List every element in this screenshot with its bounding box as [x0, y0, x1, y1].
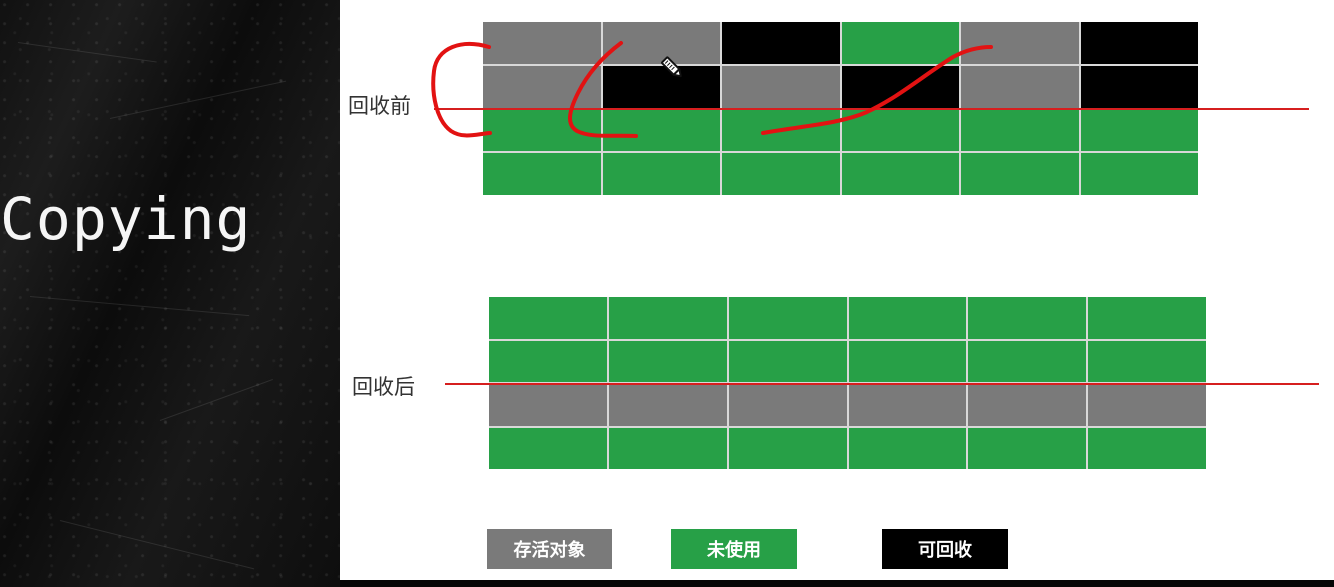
slide-bottom-edge: [340, 580, 1334, 587]
chalk-streak: [109, 80, 287, 119]
before-memory-cell-r2-c3-alive: [722, 65, 840, 108]
before-memory-cell-r3-c6-free: [1080, 109, 1198, 152]
before-divider-line: [434, 108, 1309, 110]
after-memory-cell-r2-c1-free: [489, 340, 607, 382]
after-memory-cell-r3-c6-alive: [1088, 384, 1206, 426]
after-divider-line: [445, 383, 1319, 385]
before-memory-cell-r3-c3-free: [722, 109, 840, 152]
after-memory-cell-r4-c1-free: [489, 427, 607, 469]
before-memory-cell-r4-c2-free: [602, 153, 720, 195]
after-memory-cell-r3-c5-alive: [968, 384, 1087, 426]
after-memory-cell-r1-c4-free: [848, 297, 967, 339]
before-memory-cell-r3-c5-free: [961, 109, 1079, 152]
before-memory-cell-r2-c6-reclaim: [1080, 65, 1198, 108]
before-memory-cell-r4-c1-free: [483, 153, 601, 195]
before-memory-cell-r2-c5-alive: [961, 65, 1079, 108]
after-memory-cell-r2-c4-free: [848, 340, 967, 382]
after-memory-cell-r2-c6-free: [1088, 340, 1206, 382]
legend-free: 未使用: [671, 529, 797, 569]
before-memory-cell-r1-c6-reclaim: [1080, 22, 1198, 64]
after-memory-cell-r4-c3-free: [728, 427, 847, 469]
after-memory-grid: [489, 297, 1206, 469]
after-label: 回收后: [352, 375, 415, 399]
pencil-cursor-icon: [661, 56, 682, 78]
before-memory-cell-r4-c4-free: [841, 153, 959, 195]
before-label: 回收前: [348, 94, 411, 118]
after-memory-cell-r4-c6-free: [1088, 427, 1206, 469]
after-memory-cell-r4-c4-free: [848, 427, 967, 469]
before-memory-cell-r2-c4-reclaim: [841, 65, 959, 108]
before-memory-cell-r1-c1-alive: [483, 22, 601, 64]
after-memory-cell-r4-c2-free: [608, 427, 727, 469]
after-memory-cell-r2-c3-free: [728, 340, 847, 382]
after-memory-cell-r2-c2-free: [608, 340, 727, 382]
slide-title: Copying: [0, 185, 252, 253]
after-memory-cell-r1-c2-free: [608, 297, 727, 339]
chalk-streak: [159, 378, 273, 421]
after-memory-cell-r3-c1-alive: [489, 384, 607, 426]
before-memory-cell-r3-c4-free: [841, 109, 959, 152]
before-memory-cell-r1-c3-reclaim: [722, 22, 840, 64]
chalk-streak: [17, 42, 157, 63]
after-memory-cell-r3-c2-alive: [608, 384, 727, 426]
after-memory-cell-r1-c3-free: [728, 297, 847, 339]
after-memory-cell-r4-c5-free: [968, 427, 1087, 469]
chalkboard-background: [0, 0, 340, 587]
before-memory-cell-r1-c5-alive: [961, 22, 1079, 64]
after-memory-cell-r3-c4-alive: [848, 384, 967, 426]
legend-alive: 存活对象: [487, 529, 612, 569]
chalk-streak: [59, 520, 255, 570]
before-memory-cell-r3-c1-free: [483, 109, 601, 152]
before-memory-cell-r2-c2-reclaim: [602, 65, 720, 108]
after-memory-cell-r1-c6-free: [1088, 297, 1206, 339]
before-memory-cell-r4-c3-free: [722, 153, 840, 195]
after-memory-cell-r1-c5-free: [968, 297, 1087, 339]
before-memory-cell-r1-c4-free: [841, 22, 959, 64]
legend-reclaim: 可回收: [882, 529, 1008, 569]
before-memory-cell-r4-c5-free: [961, 153, 1079, 195]
after-memory-cell-r1-c1-free: [489, 297, 607, 339]
after-memory-cell-r2-c5-free: [968, 340, 1087, 382]
before-memory-cell-r2-c1-alive: [483, 65, 601, 108]
before-memory-cell-r3-c2-free: [602, 109, 720, 152]
before-memory-cell-r4-c6-free: [1080, 153, 1198, 195]
after-memory-cell-r3-c3-alive: [728, 384, 847, 426]
chalk-streak: [29, 296, 250, 317]
before-memory-cell-r1-c2-alive: [602, 22, 720, 64]
